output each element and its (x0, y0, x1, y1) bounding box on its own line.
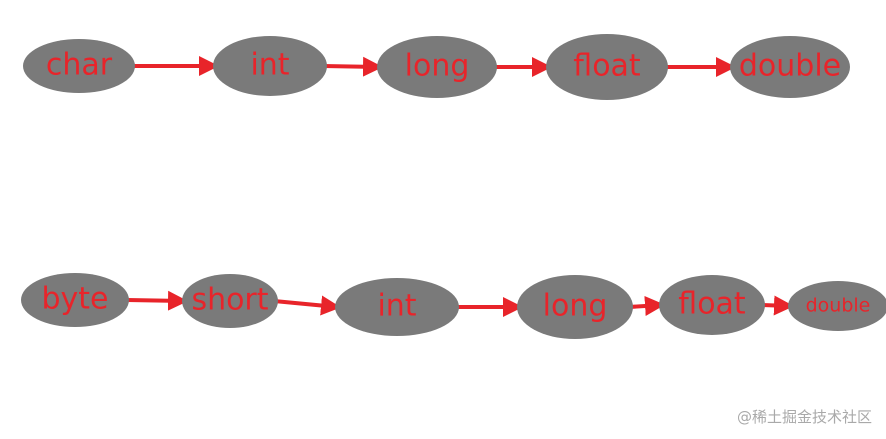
node-int: int (335, 278, 459, 336)
node-label: float (678, 287, 746, 322)
arrow-long-to-float (628, 296, 665, 316)
arrow-short-to-int (273, 295, 341, 316)
node-ellipse (377, 36, 497, 98)
node-label: int (250, 48, 289, 83)
node-float: float (546, 34, 668, 100)
node-label: int (377, 289, 416, 324)
arrow-float-to-double (760, 295, 794, 316)
node-label: long (543, 289, 608, 324)
node-label: char (46, 48, 113, 83)
node-ellipse (335, 278, 459, 336)
node-label: double (806, 295, 871, 317)
node-float: float (659, 275, 765, 335)
node-label: byte (41, 282, 108, 317)
arrows (124, 56, 794, 317)
node-double: double (730, 36, 850, 98)
node-ellipse (182, 274, 278, 328)
node-ellipse (788, 281, 886, 331)
nodes: char int long float double byte short int long fl… (21, 34, 886, 339)
node-byte: byte (21, 273, 129, 327)
node-char: char (23, 39, 135, 93)
node-ellipse (23, 39, 135, 93)
node-label: double (739, 49, 841, 84)
node-ellipse (21, 273, 129, 327)
watermark: @稀土掘金技术社区 (736, 408, 872, 426)
node-ellipse (730, 36, 850, 98)
node-long: long (517, 275, 633, 339)
node-label: long (405, 49, 470, 84)
node-double: double (788, 281, 886, 331)
node-ellipse (546, 34, 668, 100)
node-ellipse (659, 275, 765, 335)
node-ellipse (517, 275, 633, 339)
node-label: short (191, 283, 268, 318)
node-ellipse (213, 36, 327, 96)
node-long: long (377, 36, 497, 98)
arrow-byte-to-short (124, 290, 188, 311)
node-int: int (213, 36, 327, 96)
node-label: float (573, 49, 641, 84)
arrow-int-to-long (322, 56, 383, 77)
node-short: short (182, 274, 278, 328)
